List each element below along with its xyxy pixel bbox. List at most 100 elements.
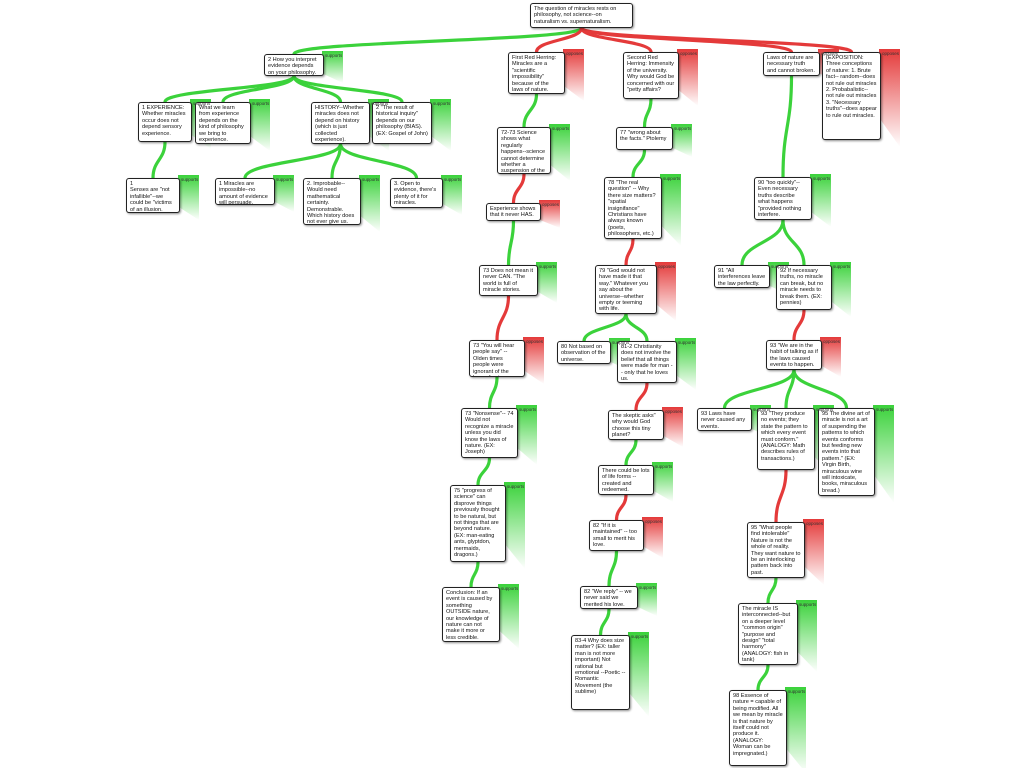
node-what-we-learn[interactable]: What we learn from experience depends on… bbox=[195, 102, 251, 144]
link-never_can-to-exp_shows bbox=[506, 219, 516, 267]
node-not-based-on-observation[interactable]: 80 Not based on observation of the unive… bbox=[557, 341, 611, 364]
link-never_caused-to-habit bbox=[722, 368, 796, 410]
link-n2-to-root bbox=[292, 26, 584, 56]
link-too_quickly-to-laws_truth bbox=[781, 74, 794, 179]
node-laws-necessary-truth[interactable]: Laws of nature are necessary truth and c… bbox=[763, 52, 820, 76]
node-miracles-impossible[interactable]: 1 Miracles are impossible--no amount of … bbox=[215, 178, 275, 205]
link-hear_people-to-never_can bbox=[495, 294, 511, 342]
node-never-can[interactable]: 73 Does not mean it never CAN. "The worl… bbox=[479, 265, 538, 296]
relation-tag-science: supports bbox=[552, 126, 570, 131]
node-result-historical[interactable]: 2 "The result of historical inquiry" dep… bbox=[372, 102, 432, 144]
relation-tag-herring1: opposes bbox=[566, 51, 584, 56]
node-history[interactable]: HISTORY--Whether miracles does not depen… bbox=[311, 102, 370, 144]
wedge-miracles_evidence bbox=[273, 175, 294, 212]
node-if-necessary-truths[interactable]: 92 If necessary truths, no miracle can b… bbox=[776, 265, 832, 310]
node-exposition[interactable]: (EXPOSITION: Three conceptions of nature… bbox=[822, 52, 881, 140]
wedge-hear_people bbox=[523, 337, 544, 384]
wedge-intolerable bbox=[803, 519, 824, 585]
link-christianity-to-god_made bbox=[624, 312, 649, 343]
relation-tag-lots_life: supports bbox=[655, 464, 673, 469]
node-root-claim[interactable]: The question of miracles rests on philos… bbox=[530, 3, 633, 28]
relation-tag-learn: supports bbox=[252, 101, 270, 106]
wedge-herring1 bbox=[563, 49, 584, 101]
node-conclusion[interactable]: Conclusion: If an event is caused by som… bbox=[442, 587, 500, 642]
node-we-reply[interactable]: 82 "We reply" -- we never said we merite… bbox=[580, 586, 638, 609]
link-interferences-to-too_quickly bbox=[740, 218, 785, 267]
node-christianity[interactable]: 81-2 Christianity does not involve the b… bbox=[617, 341, 677, 383]
relation-tag-conclusion: supports bbox=[501, 586, 519, 591]
link-exposition-to-root bbox=[579, 26, 854, 54]
node-science-shows[interactable]: 72-73 Science shows what regularly happe… bbox=[497, 127, 551, 174]
node-hear-people-say[interactable]: 73 "You will hear people say" -- Olden t… bbox=[469, 340, 525, 377]
link-essence-to-interconnected bbox=[756, 663, 770, 692]
relation-tag-hear_people: opposes bbox=[526, 339, 544, 344]
node-nonsense[interactable]: 73 "Nonsense"-- 74 Would not recognize a… bbox=[461, 408, 518, 458]
wedge-senses bbox=[178, 175, 199, 220]
wedge-progress bbox=[504, 482, 525, 569]
link-if_necessary-to-too_quickly bbox=[781, 218, 806, 267]
node-habit-of-talking[interactable]: 93 "We are in the habit of talking as if… bbox=[766, 340, 822, 370]
node-laws-never-caused[interactable]: 93 Laws have never caused any events. bbox=[697, 408, 752, 431]
node-what-people-find-intolerable[interactable]: 95 "What people find intolerable" Nature… bbox=[747, 522, 805, 578]
relation-tag-intolerable: opposes bbox=[806, 521, 824, 526]
relation-tag-divine_art: supports bbox=[876, 407, 894, 412]
relation-tag-exposition: opposes bbox=[882, 51, 900, 56]
link-open-to-hist bbox=[338, 142, 419, 180]
node-first-red-herring[interactable]: First Red Herring: Miracles are a "scien… bbox=[508, 52, 565, 94]
node-interpret-evidence[interactable]: 2 How you interpret evidence depends on … bbox=[264, 54, 324, 76]
relation-tag-habit: opposes bbox=[823, 339, 841, 344]
node-if-maintained[interactable]: 82 "If it is maintained" -- too small to… bbox=[589, 520, 644, 551]
link-not_based-to-god_made bbox=[582, 312, 628, 343]
node-divine-art[interactable]: 95 The divine art of miracle is not a ar… bbox=[818, 408, 875, 496]
node-produce-no-events[interactable]: 93 "They produce no events; they state t… bbox=[757, 408, 815, 470]
relation-tag-progress: supports bbox=[507, 484, 525, 489]
relation-tag-interconnected: supports bbox=[799, 602, 817, 607]
wedge-nonsense bbox=[516, 405, 537, 465]
node-experience-shows[interactable]: Experience shows that it never HAS. bbox=[486, 203, 541, 221]
relation-tag-god_made: opposes bbox=[658, 264, 676, 269]
node-god-would-not[interactable]: 79 "God would not have made it that way.… bbox=[595, 265, 657, 314]
link-senses-to-n1exp bbox=[151, 140, 167, 180]
node-essence-of-nature[interactable]: 98 Essence of nature = capable of being … bbox=[729, 690, 787, 766]
node-why-does-size-matter[interactable]: 83-4 Why does size matter? (EX: taller m… bbox=[571, 635, 630, 710]
wedge-exp_shows bbox=[539, 200, 560, 228]
link-we_reply-to-if_maintained bbox=[607, 549, 619, 588]
link-lots_life-to-skeptic bbox=[624, 438, 638, 467]
relation-tag-skeptic: opposes bbox=[665, 409, 683, 414]
node-improbable[interactable]: 2. Improbable--Would need mathematical c… bbox=[303, 178, 361, 225]
relation-tag-n2: supports bbox=[325, 53, 343, 58]
node-skeptic-asks[interactable]: The skeptic asks" why would God choose t… bbox=[608, 410, 664, 440]
node-real-question[interactable]: 78 "The real question" -- Why there size… bbox=[604, 177, 662, 239]
node-too-quickly[interactable]: 90 "too quickly"-- Even necessary truths… bbox=[754, 177, 812, 220]
node-open-to-evidence[interactable]: 3. Open to evidence, there's plenty of i… bbox=[390, 178, 443, 208]
node-progress-of-science[interactable]: 75 "progress of science" can disprove th… bbox=[450, 485, 506, 562]
relation-wedges bbox=[178, 49, 900, 768]
relation-tag-real_question: supports bbox=[663, 176, 681, 181]
link-conclusion-to-progress bbox=[469, 560, 480, 589]
relation-tag-nonsense: supports bbox=[519, 407, 537, 412]
wedge-why_matter bbox=[628, 632, 649, 717]
node-experience[interactable]: 1 EXPERIENCE: Whether miracles occur doe… bbox=[138, 102, 192, 142]
wedge-herring2 bbox=[677, 49, 698, 106]
relation-tag-christianity: supports bbox=[678, 340, 696, 345]
relation-tag-interferences: supports bbox=[771, 264, 789, 269]
wedge-too_quickly bbox=[810, 174, 831, 227]
node-wrong-about-facts[interactable]: 77 "wrong about the facts." Ptolemy bbox=[616, 127, 673, 150]
relation-tag-essence: supports bbox=[788, 689, 806, 694]
relation-tag-if_maintained: opposes bbox=[645, 519, 663, 524]
relation-tag-we_reply: supports bbox=[639, 585, 657, 590]
argument-links bbox=[151, 26, 854, 692]
relation-tag-produce_events: supports bbox=[816, 407, 834, 412]
node-miracle-interconnected[interactable]: The miracle IS interconnected--but on a … bbox=[738, 603, 798, 665]
wedge-exposition bbox=[879, 49, 900, 147]
node-all-interferences[interactable]: 91 "All interferences leave the law perf… bbox=[714, 265, 770, 288]
node-senses[interactable]: 1 Senses are "not infallible"--we could … bbox=[126, 178, 180, 213]
wedge-improbable bbox=[359, 175, 380, 232]
relation-tag-hist: supports bbox=[371, 101, 389, 106]
wedge-real_question bbox=[660, 174, 681, 246]
node-lots-of-life[interactable]: There could be lots of life forms -- cre… bbox=[598, 465, 654, 495]
relation-tag-exp_shows: opposes bbox=[542, 202, 560, 207]
relation-tag-n2res: supports bbox=[433, 101, 451, 106]
node-second-red-herring[interactable]: Second Red Herring: Immensity of the uni… bbox=[623, 52, 679, 99]
wedge-lots_life bbox=[652, 462, 673, 502]
